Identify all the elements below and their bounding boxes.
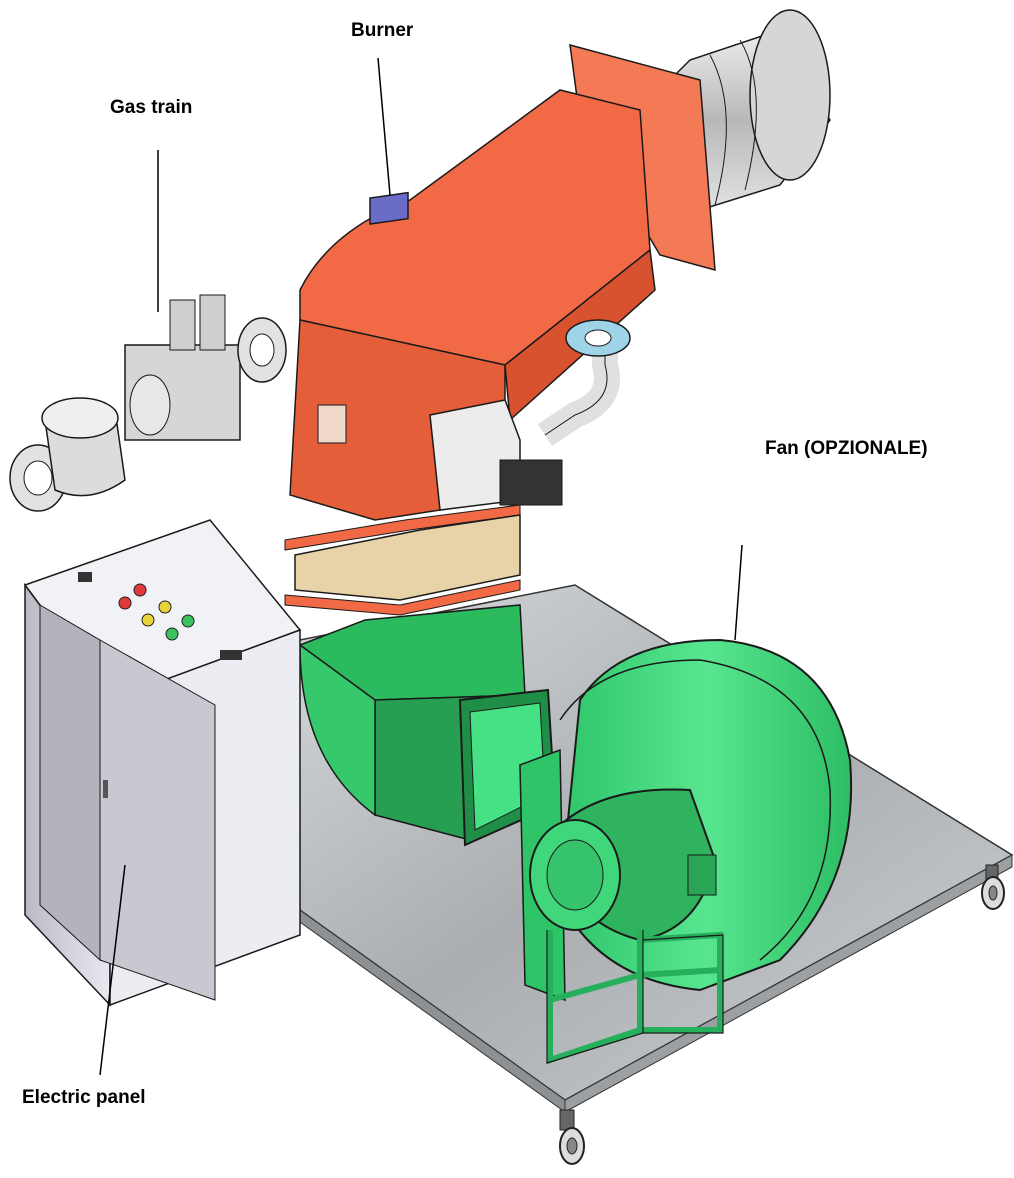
leader-line-burner <box>377 57 391 196</box>
leader-lines <box>99 57 743 1076</box>
electric-panel <box>23 519 302 1007</box>
leader-line-electric-panel <box>99 864 126 1076</box>
gas-train-label: Gas train <box>110 97 193 118</box>
indicator-red-1 <box>133 583 147 597</box>
burner-inspection-window <box>317 404 347 444</box>
indicator-green-1 <box>181 614 195 628</box>
fan-motor <box>529 788 717 942</box>
indicator-yellow-2 <box>141 613 155 627</box>
burner-transition-flange-bottom <box>284 579 521 616</box>
caster-right <box>981 864 1005 910</box>
burner-body <box>284 43 716 616</box>
burner-display <box>369 191 409 225</box>
panel-switch <box>78 572 92 582</box>
indicator-green-2 <box>165 627 179 641</box>
caster-front <box>559 1109 585 1165</box>
panel-display <box>220 650 242 660</box>
base-plate-edge-right <box>564 854 1013 1113</box>
indicator-red-2 <box>118 596 132 610</box>
gas-train <box>9 294 287 512</box>
leader-line-fan <box>734 544 743 641</box>
burner-adapter <box>294 514 521 601</box>
panel-door-left <box>39 604 101 962</box>
panel-handle <box>103 780 108 798</box>
servo-motor <box>499 459 563 506</box>
electric-panel-label: Electric panel <box>22 1087 146 1108</box>
fan <box>519 638 853 1065</box>
motor-stand-outline <box>546 930 724 1064</box>
panel-door-right <box>99 639 216 1001</box>
burner-label: Burner <box>351 20 414 41</box>
gas-valve-actuator-1 <box>169 299 196 351</box>
indicator-yellow-1 <box>158 600 172 614</box>
fan-label: Fan (OPZIONALE) <box>765 438 928 459</box>
gas-valve-actuator-2 <box>199 294 226 351</box>
air-duct <box>298 604 557 847</box>
